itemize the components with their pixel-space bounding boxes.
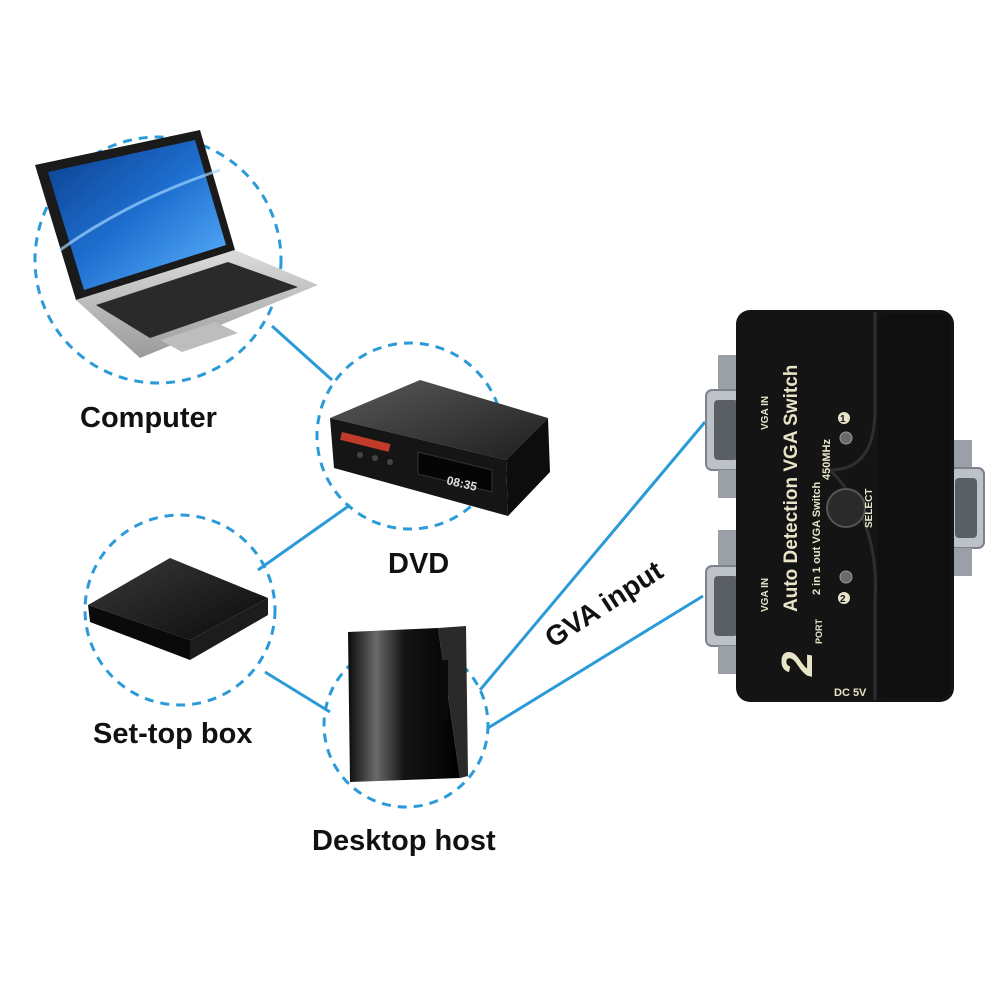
indicator-2-badge [838,592,850,604]
input-1-label: VGA IN [760,396,771,430]
dvd-player-icon: 08:35 [330,380,550,516]
connector-lines [257,324,707,730]
vga-switch-device: Auto Detection VGA Switch 2 in 1 out VGA… [705,310,985,702]
link-computer-dvd [270,324,334,382]
indicator-2-led [839,570,853,584]
dvd-display: 08:35 [445,473,478,494]
indicator-2-number: 2 [840,594,846,605]
switch-port-word: PORT [814,618,824,644]
desktop-host-icon [348,626,468,782]
link-dvd-settopbox [257,503,351,572]
select-label: SELECT [864,489,875,528]
computer-label: Computer [80,402,217,434]
dvd-label: DVD [388,548,450,580]
switch-subtitle: 2 in 1 out VGA Switch [811,481,823,595]
link-desktop-switch-1 [478,421,707,691]
switch-bandwidth: 450MHz [821,439,833,480]
indicator-1-led [839,431,853,445]
laptop-icon [35,130,318,358]
switch-title: Auto Detection VGA Switch [781,365,802,612]
input-2-label: VGA IN [760,578,771,612]
switch-big-number: 2 [773,651,822,677]
set-top-box-circle [83,513,277,707]
set-top-box-icon [88,558,268,660]
link-settopbox-desktop [264,670,331,714]
computer-circle [33,135,283,385]
indicator-1-number: 1 [840,414,846,425]
link-desktop-switch-2 [487,594,704,730]
select-button[interactable] [826,488,866,528]
set-top-box-label: Set-top box [93,718,253,750]
indicator-1-badge [838,412,850,424]
power-label: DC 5V [834,687,867,699]
desktop-host-label: Desktop host [312,825,496,857]
